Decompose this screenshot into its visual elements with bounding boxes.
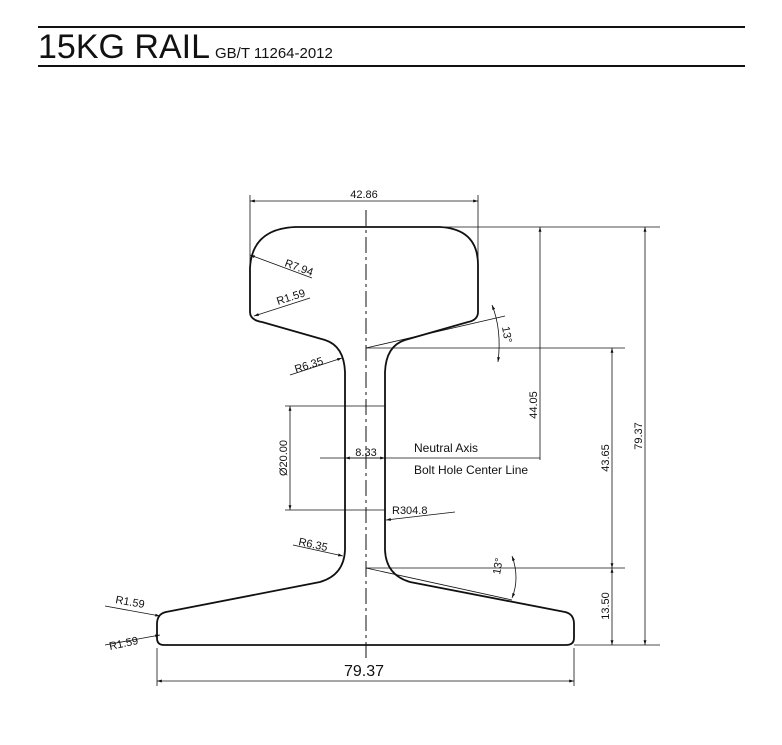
dim-total-height: 79.37 bbox=[633, 422, 645, 450]
dim-r-upper-fillet: R6.35 bbox=[293, 355, 325, 375]
dim-r-web: R304.8 bbox=[392, 505, 427, 517]
dim-r-base-bottom: R1.59 bbox=[108, 635, 139, 653]
dim-r-head-bottom: R1.59 bbox=[275, 287, 307, 307]
rail-profile bbox=[156, 226, 575, 646]
dim-bolt-hole: Ø20.00 bbox=[278, 440, 290, 476]
dim-r-head-corner: R7.94 bbox=[283, 258, 315, 279]
bolt-hole-line-label: Bolt Hole Center Line bbox=[414, 463, 528, 477]
neutral-axis-label: Neutral Axis bbox=[414, 441, 478, 455]
title: 15KG RAIL bbox=[38, 28, 210, 66]
dim-head-width: 42.86 bbox=[350, 189, 378, 201]
dim-r-base-top: R1.59 bbox=[114, 594, 145, 611]
dim-base-thickness: 13.50 bbox=[600, 592, 612, 620]
dimension-lines bbox=[104, 195, 660, 686]
dim-neutral-to-base: 43.65 bbox=[600, 444, 612, 472]
standard-code: GB/T 11264-2012 bbox=[215, 45, 333, 62]
dim-angle-lower: 13° bbox=[491, 557, 506, 575]
dim-base-width: 79.37 bbox=[344, 663, 384, 680]
dim-r-lower-fillet: R6.35 bbox=[297, 536, 328, 554]
dim-head-to-neutral: 44.05 bbox=[528, 391, 540, 419]
dim-web-thickness: 8.33 bbox=[355, 447, 376, 459]
dim-angle-upper: 13° bbox=[499, 325, 514, 343]
